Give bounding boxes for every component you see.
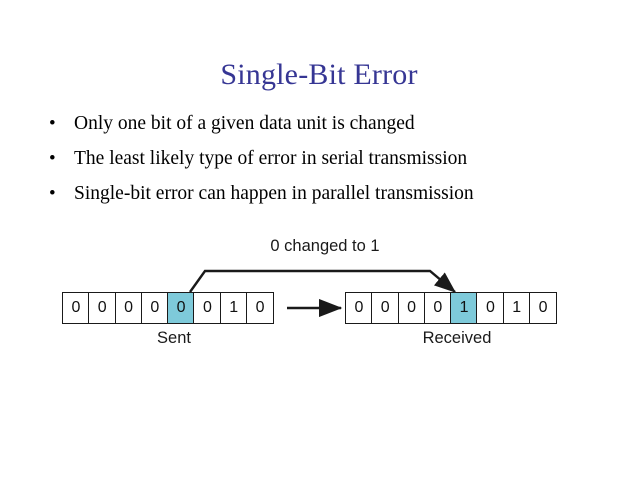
bullet-point-icon: • (49, 183, 56, 204)
bit-cell: 1 (502, 292, 531, 324)
bit-flip-arrow (189, 269, 456, 293)
bullet-point-icon: • (49, 148, 56, 169)
bit-cell: 0 (529, 292, 557, 324)
bit-cell: 1 (219, 292, 248, 324)
bit-cell: 0 (62, 292, 90, 324)
list-item-label: The least likely type of error in serial… (74, 148, 468, 169)
bit-cell: 0 (371, 292, 400, 324)
diagram-connectors (189, 269, 456, 318)
page-title: Single-Bit Error (220, 58, 418, 92)
list-item-label: Single-bit error can happen in parallel … (74, 183, 474, 204)
bullet-list: • Only one bit of a given data unit is c… (44, 112, 604, 217)
bit-cell: 0 (423, 292, 452, 324)
received-byte-row: 0 0 0 0 1 0 1 0 (345, 292, 557, 324)
bit-cell: 0 (140, 292, 169, 324)
bit-cell: 0 (345, 292, 373, 324)
list-item: • Only one bit of a given data unit is c… (44, 112, 604, 138)
received-label: Received (422, 329, 492, 347)
bit-cell: 0 (114, 292, 143, 324)
bit-cell: 0 (246, 292, 274, 324)
bullet-point-icon: • (49, 113, 56, 134)
sent-label: Sent (157, 329, 191, 347)
sent-byte-row: 0 0 0 0 0 0 1 0 (62, 292, 274, 324)
bit-cell-flagged: 0 (167, 292, 196, 324)
bit-cell: 0 (193, 292, 222, 324)
list-item: • Single-bit error can happen in paralle… (44, 182, 604, 208)
bit-flip-annotation: 0 changed to 1 (270, 237, 380, 255)
bit-cell: 0 (397, 292, 426, 324)
bit-cell-flagged: 1 (450, 292, 479, 324)
list-item-label: Only one bit of a given data unit is cha… (74, 113, 415, 134)
list-item: • The least likely type of error in seri… (44, 147, 604, 173)
single-bit-error-diagram: 0 changed to 1 0 0 0 0 0 0 1 0 Sent 0 0 … (0, 232, 638, 362)
bit-cell: 0 (476, 292, 505, 324)
bit-cell: 0 (88, 292, 117, 324)
